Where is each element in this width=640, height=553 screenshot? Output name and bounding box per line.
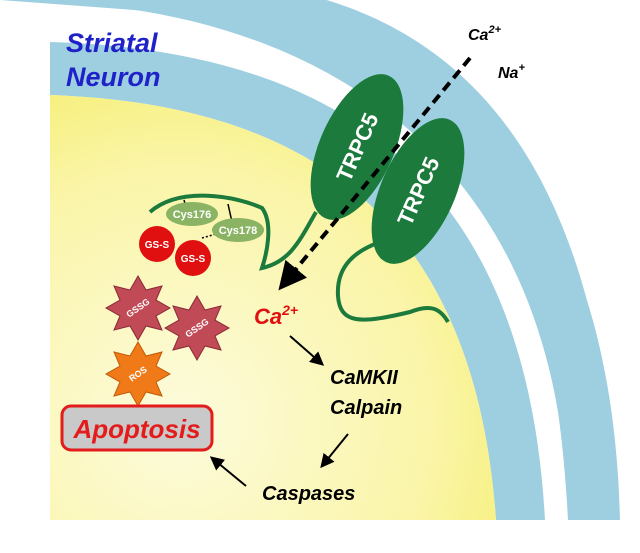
- svg-text:Ca2+: Ca2+: [468, 24, 502, 44]
- svg-text:GS-S: GS-S: [145, 240, 170, 251]
- glutathione-2: GS-S: [175, 240, 211, 276]
- svg-text:GS-S: GS-S: [181, 254, 206, 265]
- cysteine-178: Cys178: [212, 218, 264, 242]
- channel-1-tail: [148, 193, 318, 271]
- caspases-label: Caspases: [262, 483, 355, 505]
- inner-membrane: [50, 42, 545, 520]
- gssg-star-2: GSSG: [163, 294, 231, 362]
- camkii-label: CaMKII: [330, 367, 398, 389]
- cell-title-line1: Striatal: [66, 28, 158, 58]
- svg-text:Ca2+: Ca2+: [254, 302, 298, 329]
- ion-sodium-label: Na+: [498, 62, 525, 82]
- trpc5-channel-2: TRPC5: [371, 118, 465, 264]
- calpain-label: Calpain: [330, 397, 402, 419]
- ion-influx-arrow: [278, 56, 472, 291]
- arrow-calpain-to-caspases: [320, 433, 349, 469]
- svg-text:Cys178: Cys178: [219, 225, 258, 237]
- ros-star: ROS: [104, 340, 172, 408]
- trpc5-channel-1: TRPC5: [310, 74, 404, 220]
- svg-text:Cys176: Cys176: [173, 209, 212, 221]
- apoptosis-box: Apoptosis: [60, 404, 214, 452]
- cysteine-176: Cys176: [166, 202, 218, 226]
- gssg-star-1: GSSG: [104, 274, 172, 342]
- glutathione-1: GS-S: [139, 226, 175, 262]
- svg-text:Na+: Na+: [498, 62, 525, 82]
- arrow-caspases-to-apoptosis: [209, 456, 247, 487]
- apoptosis-label: Apoptosis: [72, 414, 200, 444]
- outer-membrane-band: [51, 0, 620, 520]
- intracellular-calcium: Ca2+: [254, 302, 298, 329]
- channel-2-tail: [335, 240, 450, 324]
- cell-title-line2: Neuron: [66, 62, 161, 92]
- arrow-ca-to-camkii: [289, 335, 325, 366]
- ion-calcium-label: Ca2+: [468, 24, 502, 44]
